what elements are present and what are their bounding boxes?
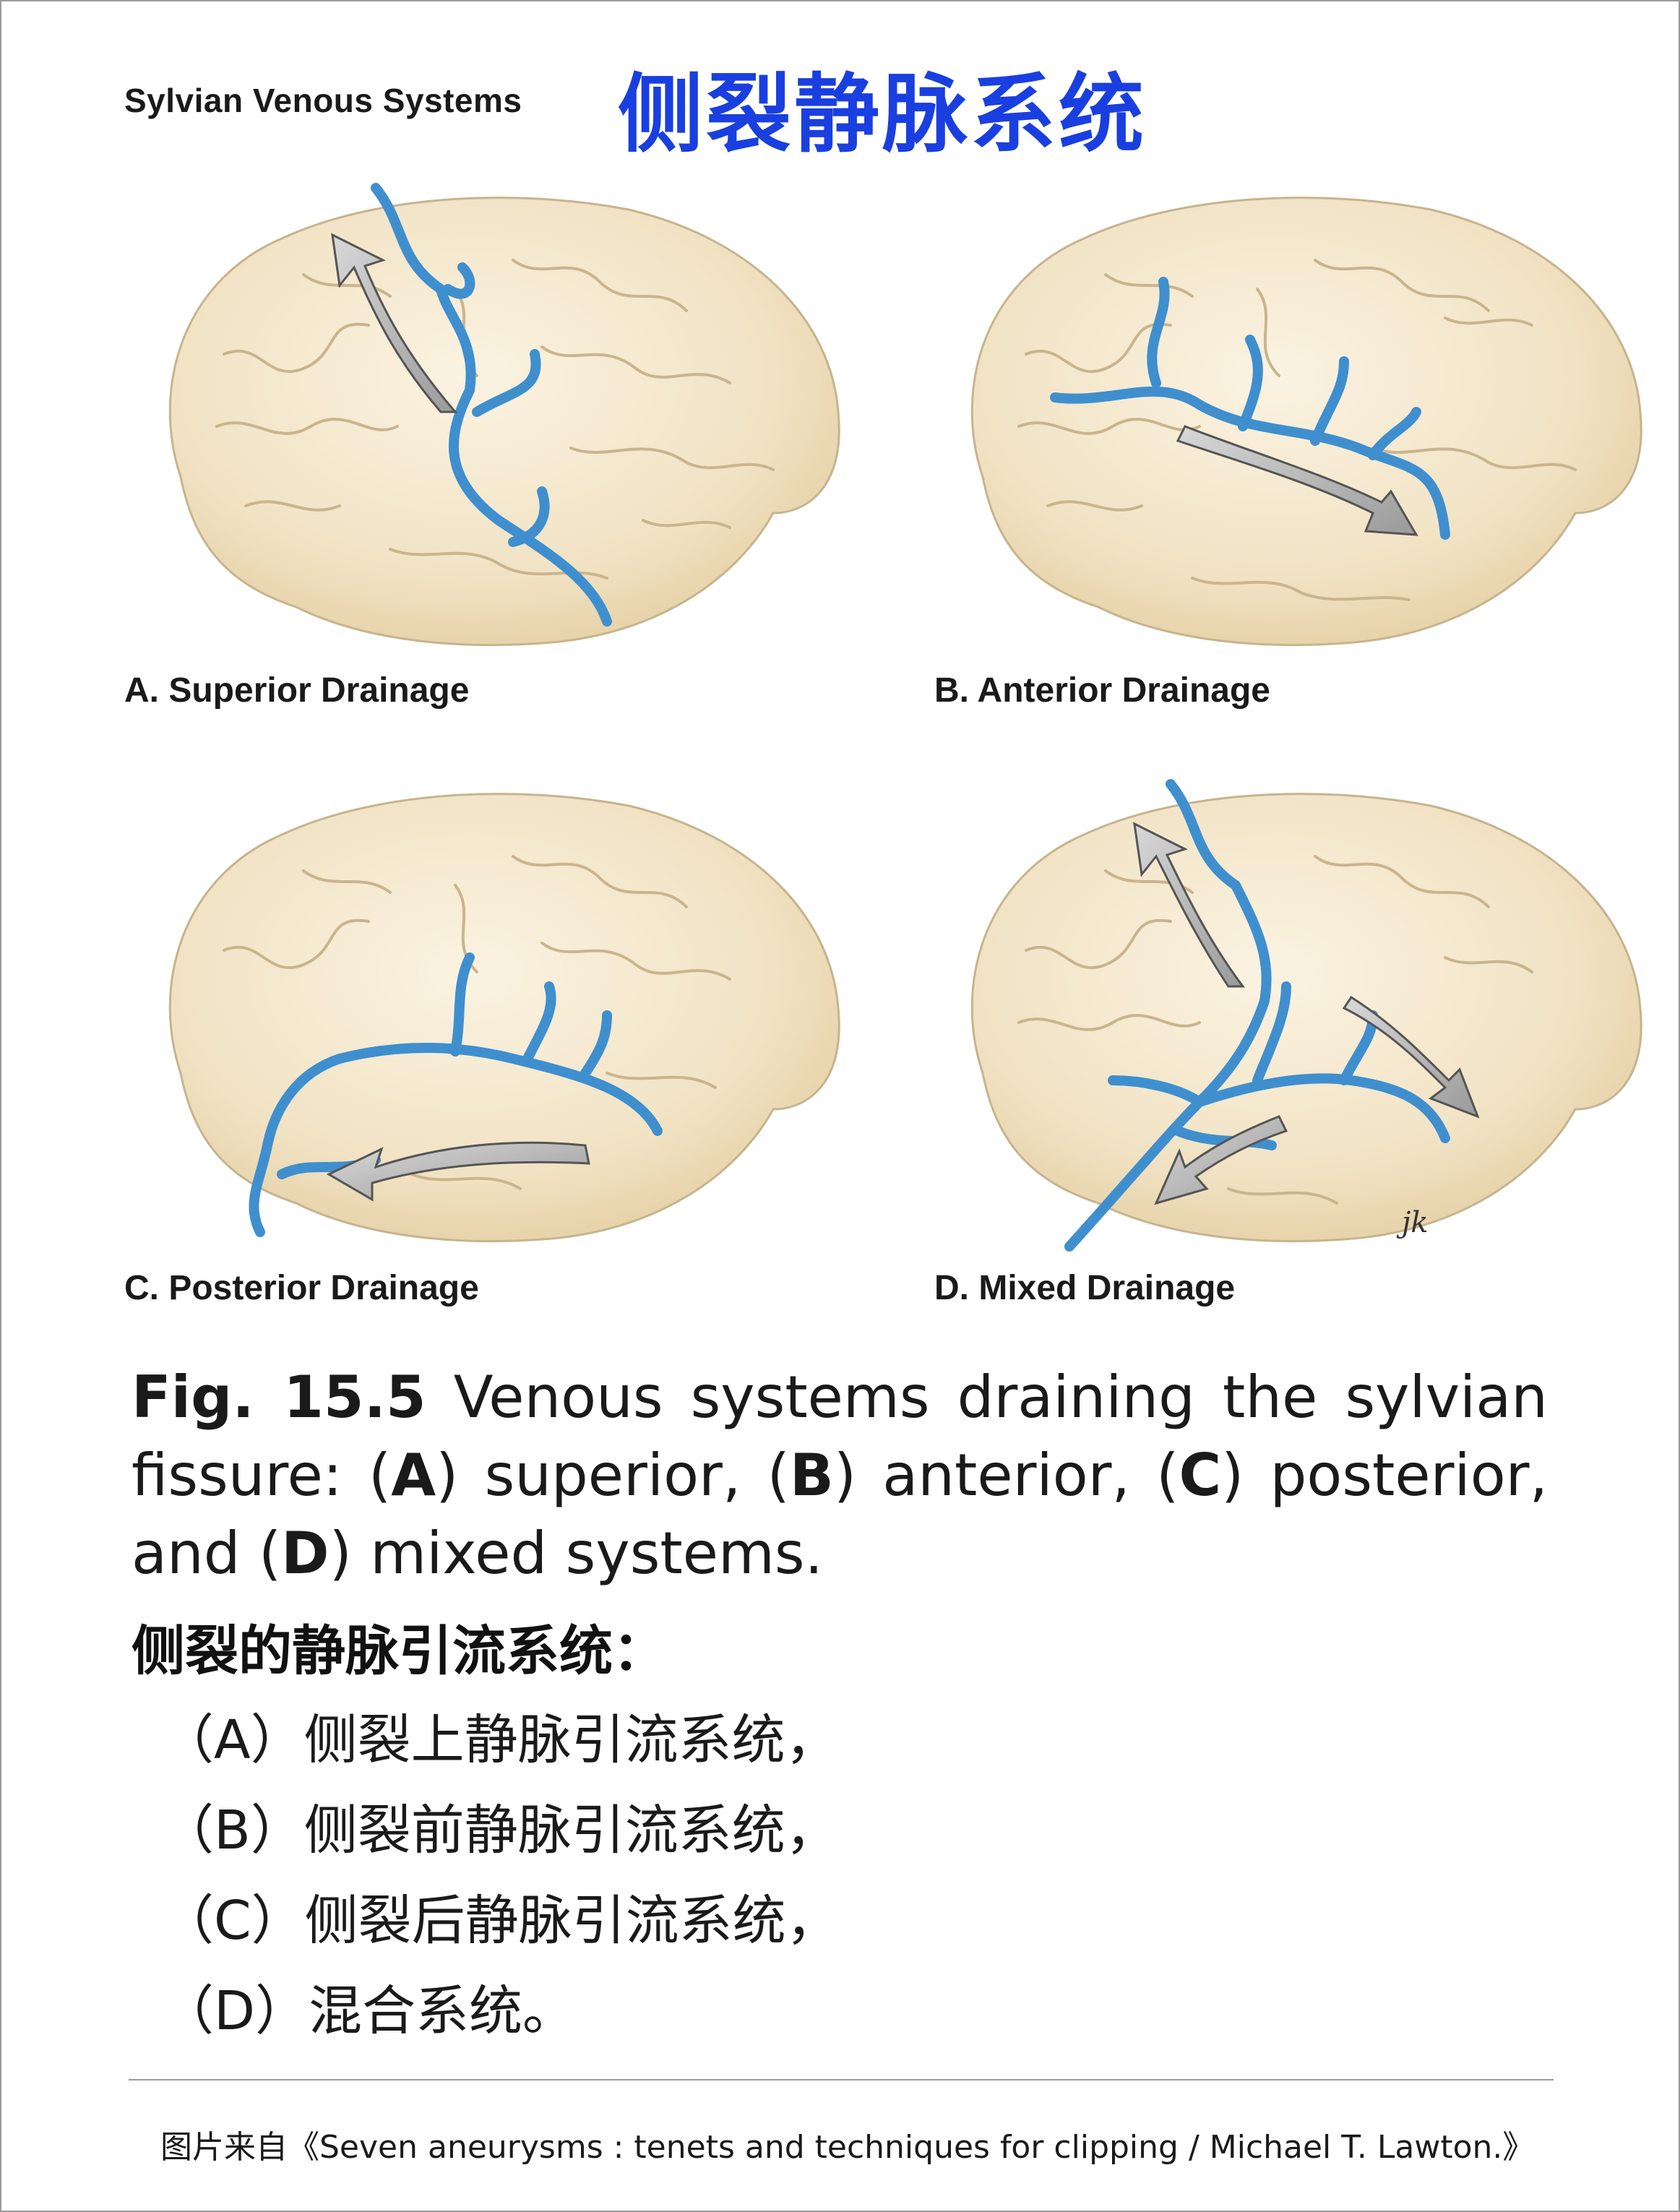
caption-letter-b: B	[789, 1442, 834, 1509]
translation-item-d: （D）混合系统。	[160, 1980, 576, 2042]
drainage-arrow	[331, 233, 458, 413]
divider	[129, 2079, 1554, 2080]
caption-letter-c: C	[1179, 1442, 1222, 1509]
brain-c-svg	[168, 793, 840, 1243]
panel-a-illustration	[137, 173, 860, 665]
caption-fig-num: Fig. 15.5	[132, 1364, 426, 1431]
drainage-arrow-anterior	[1342, 995, 1480, 1119]
panel-b-label: B. Anterior Drainage	[934, 671, 1270, 710]
caption-text: ) mixed systems.	[329, 1520, 823, 1587]
caption-text: ) posterior, and (	[132, 1442, 1548, 1587]
drainage-arrow-posterior	[1154, 1115, 1288, 1205]
caption-text: ) anterior, (	[833, 1442, 1179, 1509]
brain-a-svg	[168, 183, 840, 647]
drainage-arrow-superior	[1133, 822, 1245, 988]
panel-c-illustration	[137, 770, 860, 1261]
figure-title-en: Sylvian Venous Systems	[124, 82, 522, 119]
figure-caption: Fig. 15.5 Venous systems draining the sy…	[132, 1359, 1548, 1593]
panel-d-label: D. Mixed Drainage	[934, 1269, 1236, 1307]
caption-text: ) superior, (	[436, 1442, 790, 1509]
gyri	[223, 855, 731, 1190]
brain-outline	[168, 793, 840, 1243]
brain-d-svg: jk	[970, 779, 1642, 1252]
source-citation: 图片来自《Seven aneurysms : tenets and techni…	[160, 2129, 1535, 2166]
vein	[1050, 277, 1450, 540]
brain-b-svg	[970, 197, 1642, 647]
vein	[371, 183, 612, 627]
drainage-arrow	[326, 1141, 590, 1202]
translation-item-b: （B）侧裂前静脉引流系统，	[160, 1799, 839, 1862]
translation-heading: 侧裂的静脉引流系统：	[132, 1620, 666, 1682]
brain-outline	[970, 793, 1642, 1243]
translation-item-a: （A）侧裂上静脉引流系统，	[160, 1709, 839, 1771]
figure-title-zh: 侧裂静脉系统	[618, 64, 1147, 164]
gyri	[1017, 259, 1577, 601]
caption-letter-a: A	[391, 1442, 436, 1509]
panel-d-illustration: jk	[939, 770, 1662, 1261]
panel-a-label: A. Superior Drainage	[124, 671, 470, 710]
drainage-arrow	[1176, 425, 1418, 536]
illustrator-mark: jk	[1396, 1206, 1429, 1239]
panel-b-illustration	[939, 173, 1662, 665]
caption-text: Venous systems draining the sylvian fiss…	[132, 1364, 1548, 1509]
brain-outline	[970, 197, 1642, 647]
panel-c-label: C. Posterior Drainage	[124, 1269, 479, 1307]
translation-item-c: （C）侧裂后静脉引流系统，	[160, 1890, 840, 1952]
caption-letter-d: D	[281, 1520, 329, 1587]
brain-outline	[168, 197, 840, 647]
